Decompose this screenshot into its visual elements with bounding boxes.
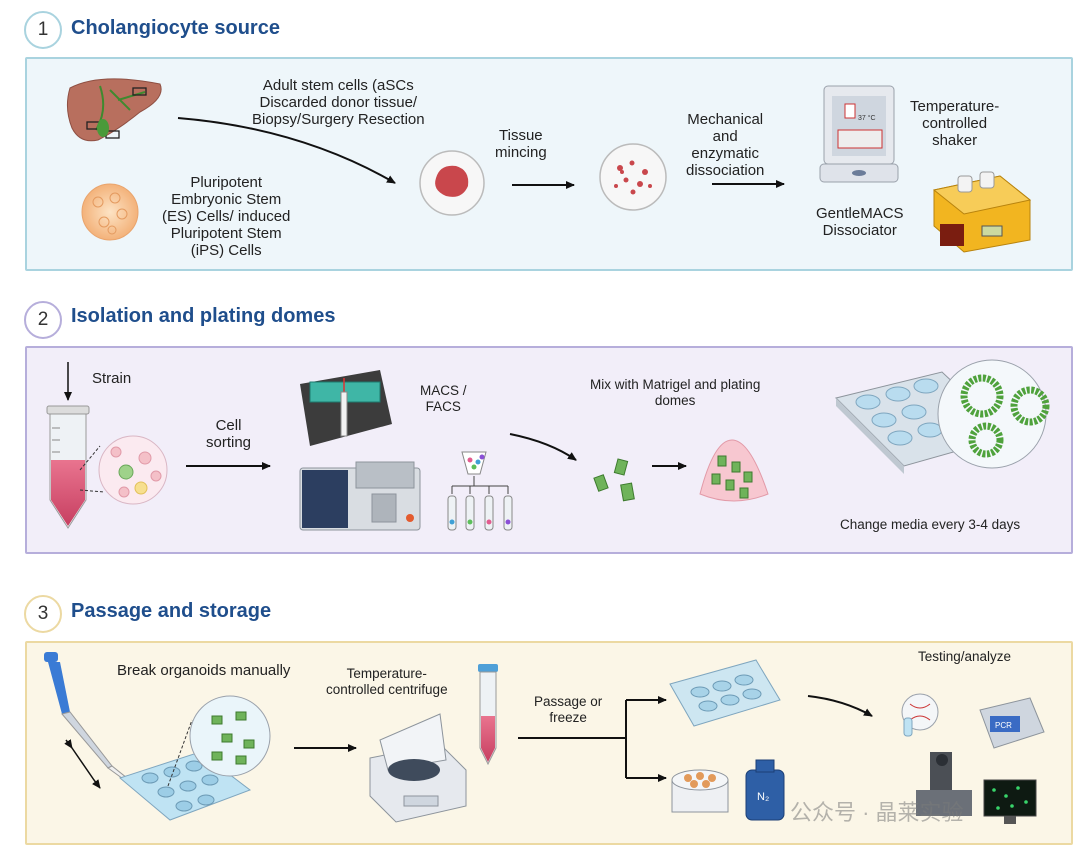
organoid-cells-icon [593, 458, 635, 502]
panel-cholangiocyte-source [25, 57, 1073, 271]
nitrogen-tank-icon: N₂ [745, 759, 785, 821]
tissue-dish-icon [419, 150, 485, 216]
section-3-number: 3 [24, 595, 62, 633]
arrow-double-pipetting [66, 740, 100, 788]
dissociation-label: Mechanical and enzymatic dissociation [686, 111, 765, 179]
gentlemacs-label: GentleMACS Dissociator [816, 205, 904, 239]
minced-dish-icon [599, 143, 667, 211]
macs-facs-label: MACS / FACS [420, 383, 467, 414]
arrow-to-matrigel [509, 433, 577, 461]
cryo-box-icon [671, 769, 729, 813]
cell-mix-magnified-icon [79, 435, 168, 505]
arrow-to-testing [807, 695, 873, 717]
matrigel-dome-icon [699, 439, 769, 502]
centrifuge-label: Temperature- controlled centrifuge [326, 666, 448, 697]
arrow-source-to-dish [177, 117, 396, 184]
thermo-display: 37 °C [858, 114, 876, 122]
stem-cell-sphere-icon [81, 183, 139, 241]
section-1-number: 1 [24, 11, 62, 49]
section-3-title: Passage and storage [71, 600, 272, 622]
break-organoids-label: Break organoids manually [117, 662, 291, 679]
microscope-icon [916, 752, 972, 816]
shaker-label: Temperature- controlled shaker [910, 98, 1000, 149]
cell-sorting-label: Cell sorting [206, 417, 252, 451]
pcr-label: PCR [995, 721, 1012, 730]
change-media-label: Change media every 3-4 days [840, 517, 1021, 532]
liver-icon [66, 78, 162, 142]
section-2-title: Isolation and plating domes [71, 305, 336, 327]
facs-cytometer-icon [299, 461, 421, 531]
section-1-title: Cholangiocyte source [71, 17, 280, 39]
pcr-sample-icon [901, 693, 939, 737]
shaker-icon [932, 171, 1032, 253]
watermark: 公众号 · 晶莱实验 [790, 800, 964, 825]
passage-freeze-label: Passage or freeze [534, 694, 603, 725]
falcon-tube-icon [46, 405, 90, 529]
strain-label: Strain [92, 370, 132, 387]
pcr-machine-icon: PCR [979, 697, 1045, 749]
pluripotent-label: Pluripotent Embryonic Stem (ES) Cells/ i… [162, 174, 291, 259]
conical-tube-icon [478, 664, 498, 766]
tissue-mincing-label: Tissue mincing [495, 127, 547, 161]
testing-label: Testing/analyze [918, 649, 1012, 664]
monitor-icon [983, 779, 1037, 824]
well-plate-break-icon [118, 695, 271, 821]
adult-source-label: Adult stem cells (aSCs Discarded donor t… [252, 77, 425, 128]
passage-split-lines [518, 699, 664, 779]
multiwell-plate-dome-icon [835, 359, 1050, 474]
macs-separator-icon [300, 370, 392, 446]
passage-plate-icon [669, 659, 781, 727]
centrifuge-icon [369, 713, 467, 823]
section-2-number: 2 [24, 301, 62, 339]
matrigel-label: Mix with Matrigel and plating domes [590, 377, 761, 408]
sorted-tubes-icon [447, 451, 513, 531]
n2-label: N₂ [757, 791, 769, 803]
gentlemacs-dissociator-icon: 37 °C [819, 85, 899, 183]
